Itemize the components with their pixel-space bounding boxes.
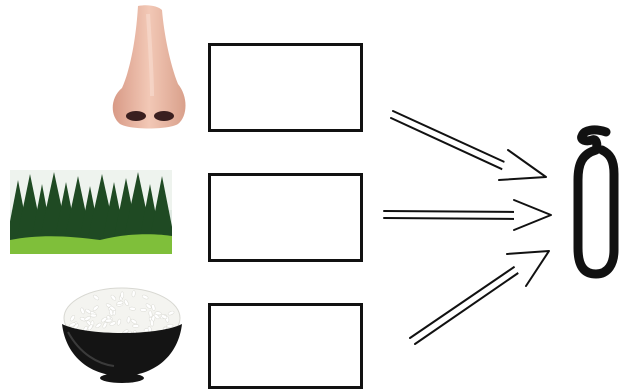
arrow-bottom xyxy=(410,251,549,344)
arrow-top xyxy=(391,111,546,180)
hanzi-component-icon xyxy=(566,124,624,284)
arrow-middle xyxy=(384,200,551,230)
